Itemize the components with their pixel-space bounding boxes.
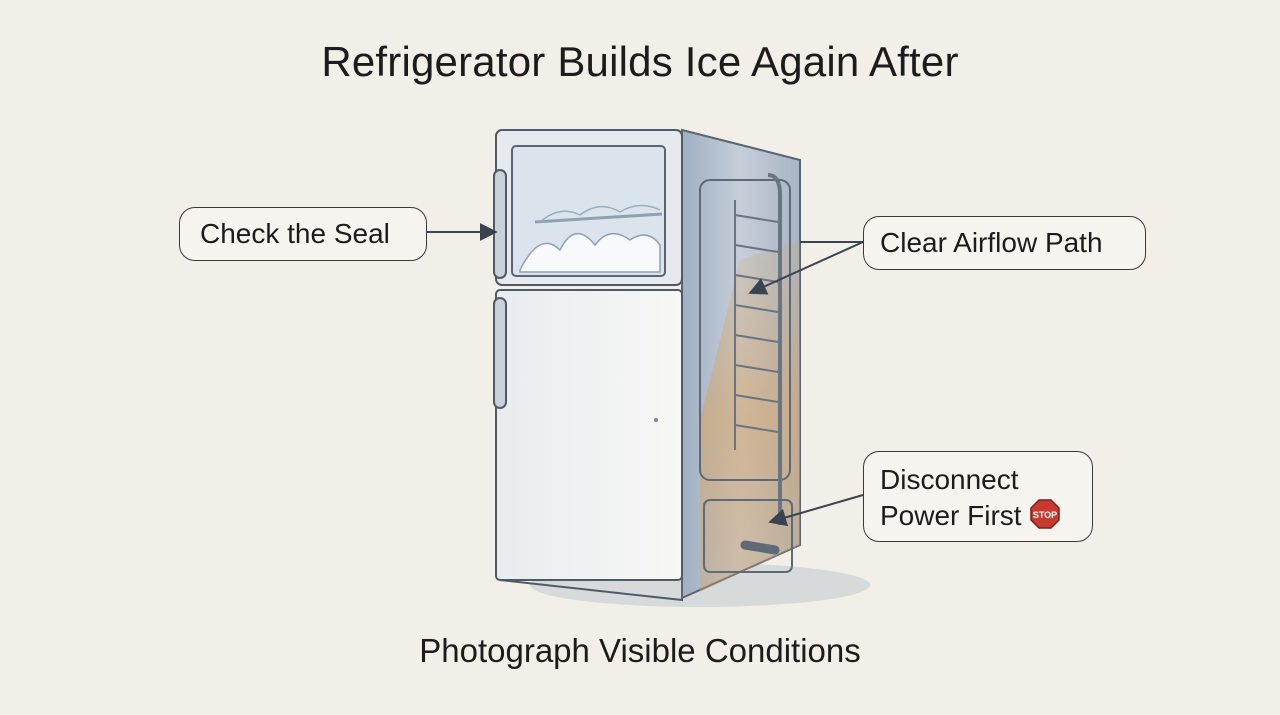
callout-clear-airflow: Clear Airflow Path (863, 216, 1146, 270)
fridge-door (495, 289, 683, 581)
callout-clear-airflow-label: Clear Airflow Path (880, 227, 1103, 258)
condenser-panel (699, 179, 791, 481)
drain-pipe (740, 540, 780, 555)
drain-tube (767, 173, 782, 525)
frost-shelf (539, 204, 661, 223)
callout-check-seal-label: Check the Seal (200, 218, 390, 249)
fridge-base (499, 579, 683, 602)
door-hinge (654, 418, 658, 422)
frost-buildup (519, 232, 661, 273)
freezer-handle (493, 169, 507, 279)
freezer-shelf (534, 212, 663, 224)
power-arrow (768, 494, 864, 527)
fridge-handle (493, 297, 507, 409)
compressor-box (703, 499, 793, 573)
airflow-arrow (748, 241, 864, 295)
stop-sign-icon: STOP (1029, 499, 1060, 529)
stop-sign-text: STOP (1032, 510, 1056, 520)
callout-disconnect-power: Disconnect Power First STOP (863, 451, 1093, 542)
callout-disconnect-line2: Power First STOP (880, 498, 1092, 534)
callout-disconnect-line2-text: Power First (880, 500, 1022, 531)
page-title: Refrigerator Builds Ice Again After (321, 38, 959, 85)
footer-caption: Photograph Visible Conditions (419, 632, 861, 669)
rust-stain (700, 240, 800, 592)
callout-disconnect-line1: Disconnect (880, 464, 1019, 495)
callout-check-seal: Check the Seal (179, 207, 427, 261)
